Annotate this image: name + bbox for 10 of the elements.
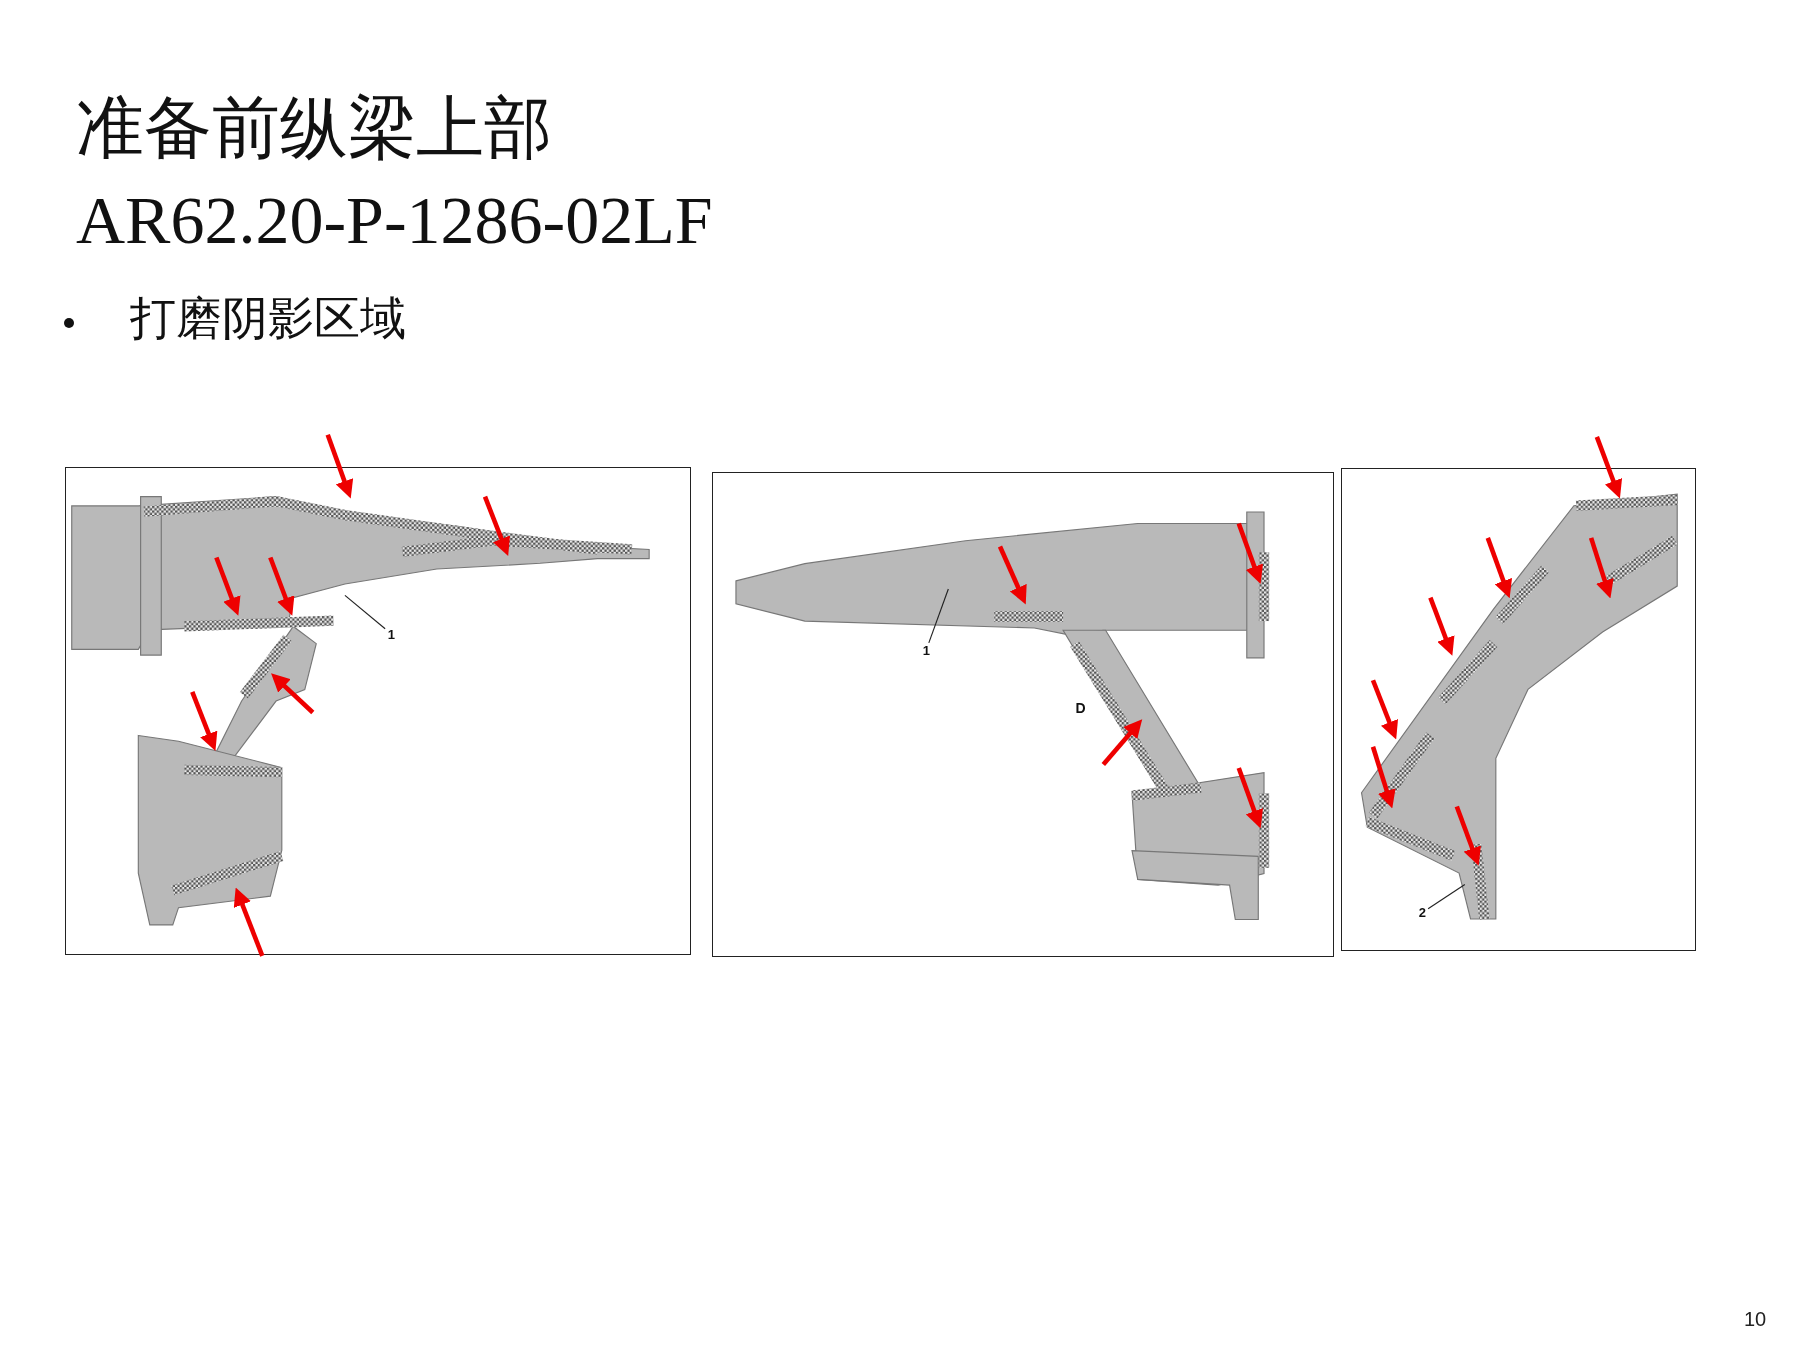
callout-number: 1 bbox=[387, 627, 396, 642]
page-number: 10 bbox=[1744, 1308, 1767, 1331]
callout-number: 2 bbox=[1418, 905, 1426, 920]
view-letter: D bbox=[1075, 700, 1086, 717]
callout-number: 1 bbox=[922, 643, 931, 658]
part-illustration bbox=[711, 471, 1334, 958]
leader-line bbox=[1427, 884, 1466, 910]
bullet-text: 打磨阴影区域 bbox=[130, 290, 406, 347]
leader-line bbox=[344, 595, 387, 630]
slide-title: 准备前纵梁上部 AR62.20-P-1286-02LF bbox=[76, 89, 714, 260]
